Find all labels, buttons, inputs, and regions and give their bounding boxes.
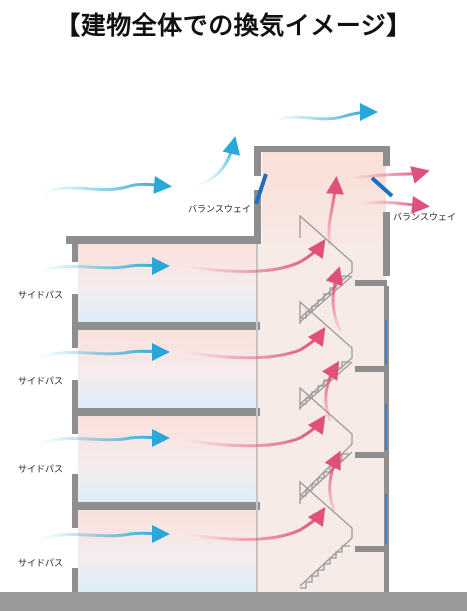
stair-flight-4 — [299, 480, 353, 589]
balance-way-vent-right — [370, 176, 394, 198]
diagram-title: 【建物全体での換気イメージ】 — [55, 11, 412, 40]
balance-way-label-right: バランスウェイ — [393, 212, 456, 223]
side-pass-label-2: サイドパス — [18, 376, 63, 387]
side-pass-openings — [72, 262, 78, 568]
side-pass-label-1: サイドパス — [18, 290, 63, 301]
balance-way-vent-left — [254, 173, 268, 205]
outside-air-arrows — [38, 103, 378, 543]
exhaust-air-arrows — [184, 166, 430, 541]
side-pass-label-4: サイドパス — [18, 558, 63, 569]
side-pass-label-3: サイドパス — [18, 464, 63, 475]
balance-way-label-left: バランスウェイ — [188, 204, 251, 215]
